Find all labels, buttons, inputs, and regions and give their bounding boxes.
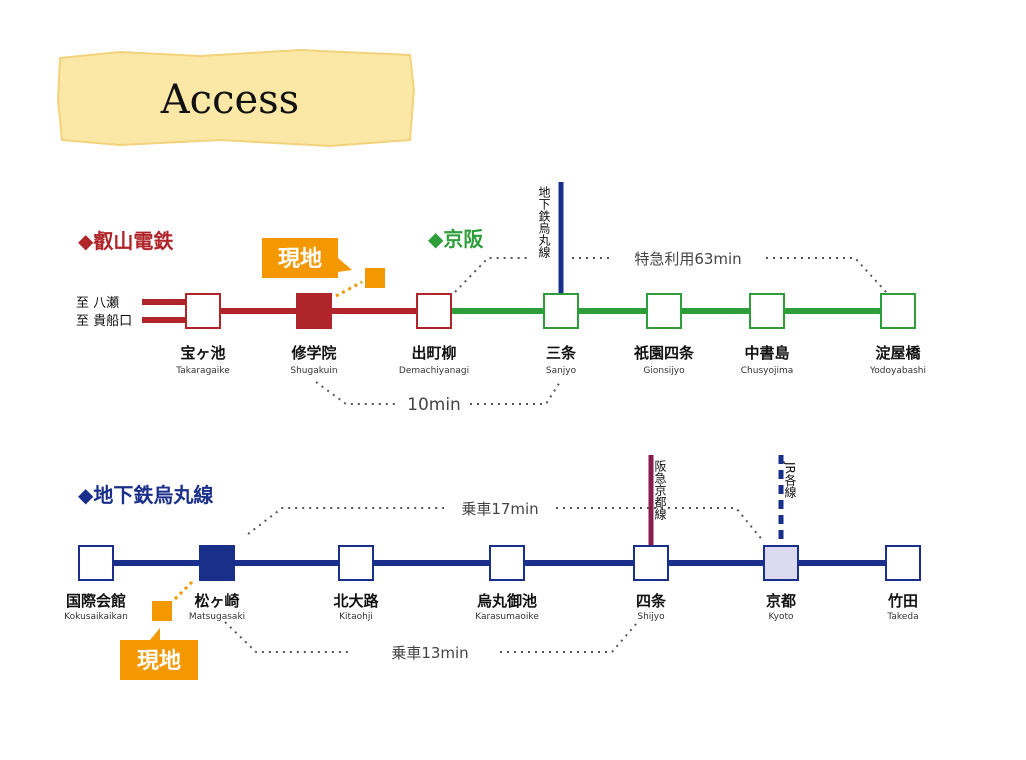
station-romaji: Shijyo <box>637 612 665 622</box>
station-romaji: Takaragaike <box>175 366 230 376</box>
station-takaragaike <box>185 293 221 329</box>
bottom-diagram: ◆地下鉄烏丸線 阪急京都線 JR各線 乗車17min 乗車13min 現地 <box>64 455 921 680</box>
station-romaji: Takeda <box>886 612 918 622</box>
station-name: 三条 <box>546 344 577 362</box>
station-name: 四条 <box>636 592 667 610</box>
station-name: 北大路 <box>333 592 379 610</box>
station-romaji: Shugakuin <box>290 366 337 376</box>
branch-label-yase: 至 八瀬 <box>76 296 119 311</box>
station-name: 中書島 <box>744 344 789 362</box>
station-shugakuin-current <box>296 293 332 329</box>
station-romaji: Matsugasaki <box>189 612 245 622</box>
jr-vertical-label: JR各線 <box>783 461 797 498</box>
hankyu-vertical-label: 阪急京都線 <box>653 460 667 520</box>
station-matsugasaki-current <box>199 545 235 581</box>
eizan-line-label: ◆叡山電鉄 <box>78 229 173 253</box>
location-marker-bottom <box>152 601 172 621</box>
station-karasuma-oike <box>489 545 525 581</box>
station-sanjo <box>543 293 579 329</box>
station-romaji: Kyoto <box>768 612 794 622</box>
express-arc-left <box>454 257 530 293</box>
page-title: Access <box>160 77 299 123</box>
station-kokusaikaikan <box>78 545 114 581</box>
station-name: 竹田 <box>887 592 918 610</box>
station-romaji: Gionsijyo <box>643 366 685 376</box>
station-romaji: Karasumaoike <box>475 612 539 622</box>
local-time-label: 10min <box>407 395 461 415</box>
ride13-arc-right <box>500 623 637 653</box>
station-yodoyabashi <box>880 293 916 329</box>
ride13-label: 乗車13min <box>391 644 468 662</box>
current-location-badge-bottom: 現地 <box>120 580 198 680</box>
station-chushojima <box>749 293 785 329</box>
station-name: 修学院 <box>290 344 336 362</box>
station-gionshijo <box>646 293 682 329</box>
station-name: 淀屋橋 <box>875 344 921 362</box>
station-demachiyanagi <box>416 293 452 329</box>
station-kitaoji <box>338 545 374 581</box>
station-name: 出町柳 <box>411 344 456 362</box>
station-kyoto <box>763 545 799 581</box>
location-marker-top <box>365 268 385 288</box>
station-name: 国際会館 <box>66 592 126 610</box>
ride17-label: 乗車17min <box>461 500 538 518</box>
station-name: 松ヶ崎 <box>194 592 239 610</box>
express-arc-right <box>766 257 887 293</box>
branch-label-kibuneguchi: 至 貴船口 <box>76 314 132 329</box>
top-diagram: ◆叡山電鉄 ◆京阪 至 八瀬 至 貴船口 地下鉄烏丸線 特急利用63min 10… <box>76 182 926 415</box>
title-banner: Access <box>56 48 416 148</box>
station-name: 祇園四条 <box>633 344 695 362</box>
keihan-line-label: ◆京阪 <box>428 227 484 251</box>
express-time-label: 特急利用63min <box>634 250 741 268</box>
badge-text-top: 現地 <box>278 247 322 272</box>
ride13-arc-left <box>224 621 352 653</box>
station-name: 京都 <box>766 592 796 610</box>
station-romaji: Kokusaikaikan <box>64 612 128 622</box>
subway-vertical-label: 地下鉄烏丸線 <box>537 186 551 258</box>
station-name: 烏丸御池 <box>477 592 537 610</box>
local-arc-right <box>470 381 561 405</box>
local-arc-left <box>315 381 396 405</box>
badge-text-bottom: 現地 <box>137 649 181 674</box>
station-romaji: Kitaohji <box>339 612 373 622</box>
ride17-arc-left <box>247 507 444 535</box>
station-romaji: Demachiyanagi <box>399 366 469 376</box>
current-location-badge-top: 現地 <box>262 238 385 298</box>
station-shijo <box>633 545 669 581</box>
karasuma-line-label: ◆地下鉄烏丸線 <box>78 483 213 507</box>
station-name: 宝ヶ池 <box>180 344 225 362</box>
station-takeda <box>885 545 921 581</box>
station-romaji: Yodoyabashi <box>869 366 926 376</box>
station-romaji: Sanjyo <box>546 366 577 376</box>
station-romaji: Chusyojima <box>741 366 794 376</box>
